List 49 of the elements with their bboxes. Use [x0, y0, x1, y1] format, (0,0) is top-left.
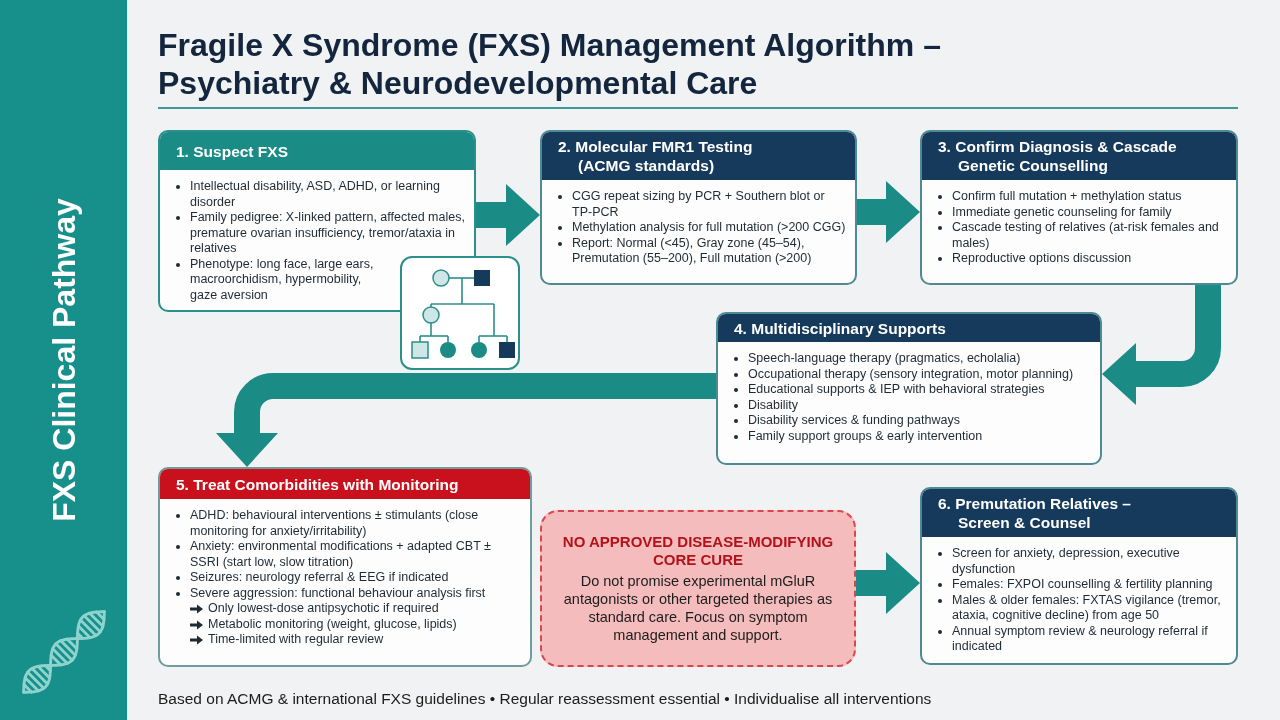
warning-heading: NO APPROVED DISEASE-MODIFYING CORE CURE	[561, 533, 835, 569]
bullet-text: Report: Normal (<45), Gray zone (45–54), Premutation (55–200), Full mutation (>200)	[572, 235, 813, 267]
bullet-text: Speech-language therapy (pragmatics, echolalia)	[748, 351, 1021, 367]
bullet-text: Cascade testing of relatives (at-risk females and males)	[952, 220, 1220, 251]
bullet-text: Immediate genetic counseling for family	[952, 204, 1172, 220]
step-card	[158, 130, 476, 312]
bullet-text: Severe aggression: functional behaviour analysis first	[190, 585, 486, 601]
bullet-text: Intellectual disability, ASD, ADHD, or learning disorder	[190, 179, 441, 210]
sub-bullet-text: Metabolic monitoring (weight, glucose, lipids)	[208, 616, 457, 632]
bullet-text: Annual symptom review & neurology referral if indicated	[952, 623, 1209, 655]
step-card	[158, 467, 532, 667]
sidebar-title: FXS Clinical Pathway	[45, 198, 83, 522]
bullet-text: Confirm full mutation + methylation status	[952, 189, 1182, 205]
sub-bullet-text: Only lowest-dose antipsychotic if required	[208, 601, 439, 617]
bullet-text: Educational supports & IEP with behavioral strategies	[748, 382, 1045, 398]
bullet-text: Disability	[748, 397, 798, 413]
bullet-text: Seizures: neurology referral & EEG if indicated	[190, 570, 449, 586]
footer-note: Based on ACMG & international FXS guidelines • Regular reassessment essential • Individualise all interventions	[158, 689, 932, 709]
bullet-text: Disability services & funding pathways	[748, 413, 960, 429]
page-title: Fragile X Syndrome (FXS) Management Algorithm – Psychiatry & Neurodevelopmental Care	[158, 26, 942, 102]
step-card	[920, 130, 1238, 285]
bullet-text: Occupational therapy (sensory integration, motor planning)	[748, 366, 1074, 382]
step-heading: 1. Suspect FXS	[160, 132, 474, 170]
bullet-text: Males & older females: FXTAS vigilance (tremor, ataxia, cognitive decline) from age 50	[952, 592, 1222, 624]
bullet-text: Phenotype: long face, large ears, macroorchidism, hypermobility, gaze aversion	[190, 256, 374, 303]
warning-text: Do not promise experimental mGluR antagonists or other targeted therapies as standard care. Focus on symptom management and support.	[562, 572, 834, 644]
bullet-text: CGG repeat sizing by PCR + Southern blot or TP-PCR	[572, 189, 826, 220]
step-heading: 4. Multidisciplinary Supports	[718, 314, 1100, 342]
warning-callout	[540, 510, 856, 667]
step-heading: 2. Molecular FMR1 Testing (ACMG standards)	[542, 132, 855, 180]
arrow	[476, 184, 540, 246]
arrow	[857, 181, 920, 243]
step-card	[920, 487, 1238, 665]
step-card	[540, 130, 857, 285]
bullet-text: Females: FXPOI counselling & fertility planning	[952, 577, 1213, 593]
step-heading: 3. Confirm Diagnosis & Cascade Genetic Counselling	[922, 132, 1236, 180]
bullet-text: ADHD: behavioural interventions ± stimulants (close monitoring for anxiety/irritability)	[190, 508, 480, 539]
bullet-text: Methylation analysis for full mutation (>200 CGG)	[572, 220, 846, 236]
step-heading: 5. Treat Comorbidities with Monitoring	[160, 469, 530, 499]
bullet-text: Reproductive options discussion	[952, 251, 1132, 267]
step-card	[716, 312, 1102, 465]
arrow	[856, 552, 920, 614]
arrow	[216, 373, 716, 467]
step-heading: 6. Premutation Relatives – Screen & Counsel	[922, 489, 1236, 537]
bullet-text: Screen for anxiety, depression, executive dysfunction	[952, 546, 1181, 577]
bullet-text: Family support groups & early intervention	[748, 428, 983, 444]
bullet-text: Anxiety: environmental modifications + adapted CBT ± SSRI (start low, slow titration)	[190, 539, 492, 570]
bullet-text: Family pedigree: X-linked pattern, affected males, premature ovarian insufficiency, tremor/ataxia in relatives	[190, 210, 466, 257]
sub-bullet-text: Time-limited with regular review	[208, 632, 384, 648]
